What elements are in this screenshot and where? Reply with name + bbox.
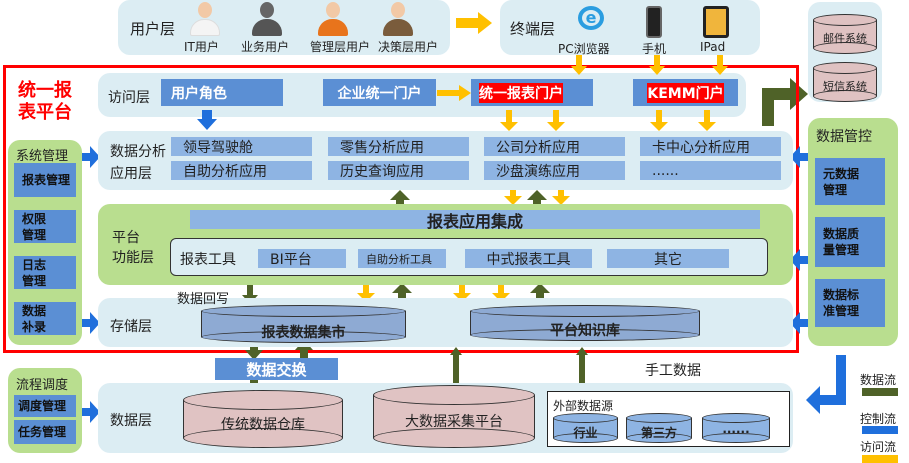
access-layer-title: 访问层 <box>108 90 150 106</box>
platform-knowledge-base: 平台知识库 <box>470 305 700 341</box>
device-label: 手机 <box>642 42 667 56</box>
user-label: 决策层用户 <box>378 40 439 54</box>
task-management-button[interactable]: 任务管理 <box>14 420 76 444</box>
platform-frame <box>3 65 799 353</box>
analysis-layer-title: 数据分析应用层 <box>110 141 166 185</box>
external-data-source-title: 外部数据源 <box>553 399 614 413</box>
metadata-management-button[interactable]: 元数据管理 <box>815 158 885 205</box>
user-label: 业务用户 <box>241 40 290 54</box>
app-company-analysis[interactable]: 公司分析应用 <box>484 137 625 156</box>
access-arrow-icon <box>437 85 471 101</box>
system-management-title: 系统管理 <box>16 149 69 164</box>
app-more[interactable]: ...... <box>640 161 781 180</box>
function-title-line2: 功能层 <box>112 250 154 266</box>
manual-data-label: 手工数据 <box>645 363 701 379</box>
schedule-management-button[interactable]: 调度管理 <box>14 395 76 417</box>
business-user-icon <box>252 2 282 36</box>
tool-bi-platform[interactable]: BI平台 <box>258 249 346 268</box>
terminal-layer-title: 终端层 <box>510 20 556 38</box>
mail-system: 邮件系统 <box>813 14 877 54</box>
legend-data-flow-icon <box>862 388 898 396</box>
report-portal-button[interactable]: 统一报表门户 <box>471 79 593 106</box>
analysis-title-line2: 应用层 <box>110 166 152 182</box>
flow-scheduling-title: 流程调度 <box>16 378 69 393</box>
device-label: PC浏览器 <box>558 42 610 56</box>
report-portal-label: 统一报表门户 <box>479 82 563 103</box>
permission-management-button[interactable]: 权限管理 <box>14 210 76 243</box>
analysis-title-line1: 数据分析 <box>110 144 166 160</box>
function-layer-title: 平台功能层 <box>112 228 154 268</box>
decision-user-icon <box>383 2 413 36</box>
data-layer-title: 数据层 <box>110 413 152 429</box>
user-layer-title: 用户层 <box>130 20 176 38</box>
user-label: IT用户 <box>184 40 219 54</box>
enterprise-portal-button[interactable]: 企业统一门户 <box>323 79 436 106</box>
ipad-icon <box>703 6 729 38</box>
data-exchange-box: 数据交换 <box>215 358 338 380</box>
kemm-portal-label: KEMM门户 <box>647 82 724 103</box>
app-leader-cockpit[interactable]: 领导驾驶舱 <box>171 137 312 156</box>
legend-control-flow-label: 控制流 <box>860 412 897 426</box>
device-label: IPad <box>700 40 726 54</box>
tool-chinese-report[interactable]: 中式报表工具 <box>465 249 592 268</box>
phone-icon <box>646 6 662 38</box>
access-arrow-icon <box>456 12 492 34</box>
log-management-button[interactable]: 日志管理 <box>14 256 76 289</box>
report-management-button[interactable]: 报表管理 <box>14 163 76 197</box>
it-user-icon <box>190 2 220 36</box>
data-entry-button[interactable]: 数据补录 <box>14 302 76 335</box>
traditional-data-warehouse: 传统数据仓库 <box>183 390 343 448</box>
user-role-button[interactable]: 用户角色 <box>161 79 283 106</box>
data-standard-management-button[interactable]: 数据标准管理 <box>815 279 885 327</box>
industry-data: 行业 <box>553 413 618 443</box>
legend-data-flow-label: 数据流 <box>860 373 897 387</box>
platform-title: 统一报表平台 <box>18 80 72 123</box>
other-data: ...... <box>702 413 770 443</box>
app-history-query[interactable]: 历史查询应用 <box>328 161 469 180</box>
legend-access-flow-label: 访问流 <box>860 440 897 454</box>
data-quality-management-button[interactable]: 数据质量管理 <box>815 217 885 267</box>
kemm-portal-button[interactable]: KEMM门户 <box>633 79 738 106</box>
manager-user-icon <box>318 2 348 36</box>
control-arrow-down-icon <box>197 110 217 130</box>
browser-icon: e <box>578 6 604 30</box>
legend-control-flow-icon <box>862 426 898 434</box>
user-label: 管理层用户 <box>310 40 371 54</box>
app-card-center-analysis[interactable]: 卡中心分析应用 <box>640 137 781 156</box>
storage-layer-title: 存储层 <box>110 319 152 335</box>
app-self-service-analysis[interactable]: 自助分析应用 <box>171 161 312 180</box>
app-sandbox-drill[interactable]: 沙盘演练应用 <box>484 161 625 180</box>
big-data-collection-platform: 大数据采集平台 <box>373 385 535 448</box>
third-party-data: 第三方 <box>626 413 692 443</box>
report-data-mart: 报表数据集市 <box>201 305 406 343</box>
app-retail-analysis[interactable]: 零售分析应用 <box>328 137 469 156</box>
writeback-label: 数据回写 <box>177 292 230 307</box>
sms-system: 短信系统 <box>813 62 877 102</box>
report-tools-label: 报表工具 <box>180 252 236 268</box>
report-integration-banner: 报表应用集成 <box>190 210 760 231</box>
legend-access-flow-icon <box>862 455 898 463</box>
data-control-title: 数据管控 <box>816 129 872 145</box>
tool-other[interactable]: 其它 <box>607 249 729 268</box>
function-title-line1: 平台 <box>112 230 140 246</box>
tool-self-service[interactable]: 自助分析工具 <box>358 249 446 268</box>
